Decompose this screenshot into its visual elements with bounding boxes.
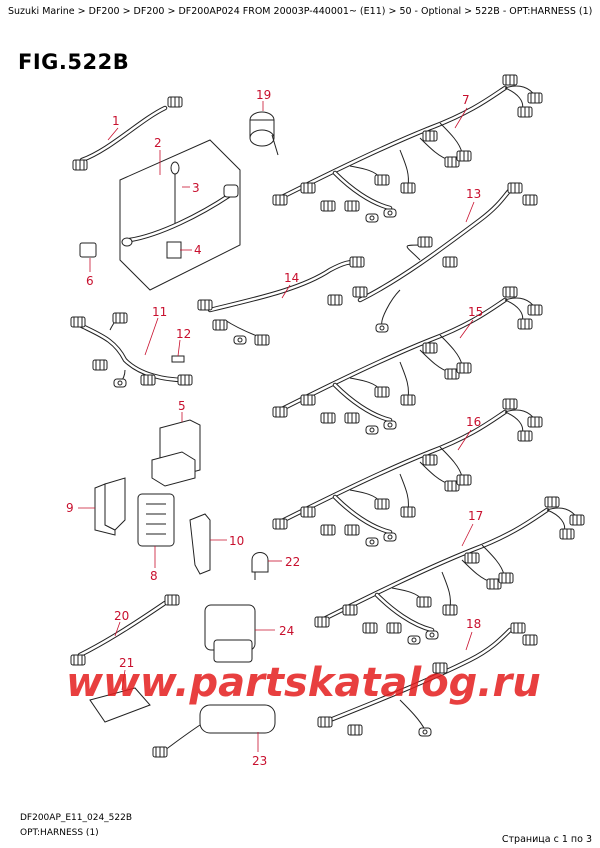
part-20-harness [70, 594, 180, 666]
pager[interactable]: Страница с 1 по 3 [501, 834, 592, 845]
part-17-harness [315, 497, 584, 644]
callout-14: 14 [284, 271, 299, 285]
callout-2: 2 [154, 136, 162, 150]
callout-8: 8 [150, 569, 158, 583]
part-2-kit-box [119, 139, 241, 291]
part-18-harness [317, 622, 538, 737]
callout-1: 1 [112, 114, 120, 128]
part-22-clip [251, 552, 269, 580]
callout-15: 15 [468, 305, 483, 319]
callout-6: 6 [86, 274, 94, 288]
callout-11: 11 [152, 305, 167, 319]
drawing-code: DF200AP_E11_024_522B [20, 813, 133, 823]
callout-4: 4 [194, 243, 202, 257]
drawing-name: OPT:HARNESS (1) [20, 828, 99, 838]
callout-21: 21 [119, 656, 134, 670]
part-16-harness [273, 399, 542, 546]
callout-9: 9 [66, 501, 74, 515]
callout-3: 3 [192, 181, 200, 195]
callout-10: 10 [229, 534, 244, 548]
callout-5: 5 [178, 399, 186, 413]
part-21-label-sheet [89, 687, 151, 723]
callout-23: 23 [252, 754, 267, 768]
part-13-harness [327, 182, 538, 333]
part-9-bracket [94, 477, 126, 536]
part-10-bracket [189, 513, 211, 575]
breadcrumb[interactable]: Suzuki Marine > DF200 > DF200 > DF200AP0… [8, 6, 593, 17]
part-5-cover [151, 419, 201, 487]
callout-12: 12 [176, 327, 191, 341]
callout-16: 16 [466, 415, 481, 429]
figure-title: FIG.522B [18, 50, 130, 74]
part-14-harness [197, 256, 365, 346]
part-12-clip [171, 355, 185, 363]
part-11-harness [70, 312, 193, 388]
callout-19: 19 [256, 88, 271, 102]
callout-22: 22 [285, 555, 300, 569]
callout-20: 20 [114, 609, 129, 623]
callout-17: 17 [468, 509, 483, 523]
part-19-cap [249, 111, 279, 156]
callout-7: 7 [462, 93, 470, 107]
callout-13: 13 [466, 187, 481, 201]
part-24-box [204, 604, 256, 663]
part-23-module [152, 704, 276, 758]
watermark: www.partskatalog.ru [66, 660, 541, 706]
callout-24: 24 [279, 624, 294, 638]
callout-18: 18 [466, 617, 481, 631]
part-1-harness [72, 96, 183, 171]
part-6-connector [79, 242, 97, 258]
part-8-module [137, 493, 175, 547]
